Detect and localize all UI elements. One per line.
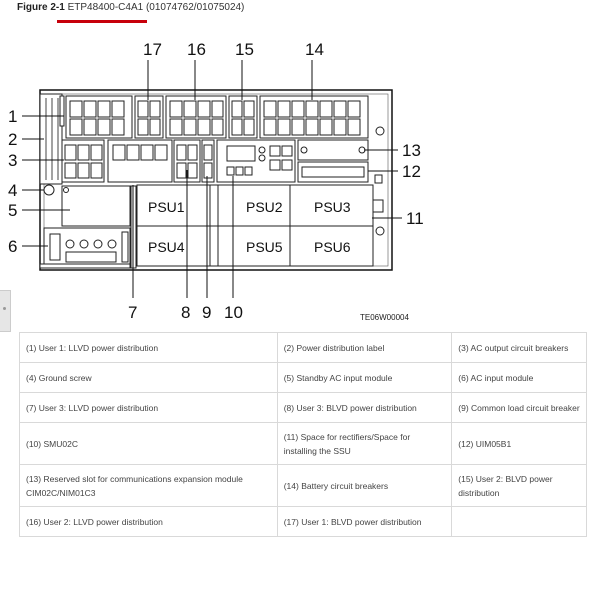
cabinet-diagram: PSU1 PSU2 PSU3 PSU4 PSU5 PSU6 17 16 15 1… [8, 40, 424, 322]
figure-caption: Figure 2-1 ETP48400-C4A1 (01074762/01075… [17, 2, 245, 23]
standby-ac-input-module [61, 185, 131, 227]
legend-table: (1) User 1: LLVD power distribution(2) P… [19, 332, 587, 537]
callout-9: 9 [202, 303, 211, 322]
callout-6: 6 [8, 237, 17, 256]
legend-row: (7) User 3: LLVD power distribution(8) U… [19, 392, 587, 423]
callout-17: 17 [143, 40, 162, 59]
legend-cell: (17) User 1: BLVD power distribution [276, 506, 453, 537]
psu2-label: PSU2 [246, 199, 283, 215]
callout-16: 16 [187, 40, 206, 59]
legend-cell: (5) Standby AC input module [276, 362, 453, 393]
right-clip [374, 174, 383, 184]
legend-cell: (14) Battery circuit breakers [276, 464, 453, 507]
legend-cell: (3) AC output circuit breakers [451, 332, 587, 363]
callout-12: 12 [402, 162, 421, 181]
legend-cell: (9) Common load circuit breaker [451, 392, 587, 423]
mount-hole-top-right [375, 126, 385, 136]
model-underline [57, 20, 147, 23]
callout-2: 2 [8, 130, 17, 149]
legend-cell: (11) Space for rectifiers/Space for inst… [276, 422, 453, 465]
callout-4: 4 [8, 181, 17, 200]
power-label-strip [59, 95, 65, 127]
psu5-label: PSU5 [246, 239, 283, 255]
legend-row: (16) User 2: LLVD power distribution(17)… [19, 506, 587, 537]
legend-cell: (4) Ground screw [19, 362, 278, 393]
legend-row: (1) User 1: LLVD power distribution(2) P… [19, 332, 587, 363]
legend-cell: (2) Power distribution label [276, 332, 453, 363]
callout-5: 5 [8, 201, 17, 220]
callout-7: 7 [128, 303, 137, 322]
callout-lines [22, 60, 402, 298]
legend-cell: (12) UIM05B1 [451, 422, 587, 465]
callout-13: 13 [402, 141, 421, 160]
figure-code: TE06W00004 [360, 313, 409, 322]
legend-row: (4) Ground screw(5) Standby AC input mod… [19, 362, 587, 393]
psu1-label: PSU1 [148, 199, 185, 215]
psu6-label: PSU6 [314, 239, 351, 255]
side-scroll-tab[interactable] [0, 290, 11, 332]
top-breaker-row [65, 95, 369, 139]
reserved-expansion-slot [297, 139, 369, 161]
legend-cell: (1) User 1: LLVD power distribution [19, 332, 278, 363]
legend-cell: (7) User 3: LLVD power distribution [19, 392, 278, 423]
callout-11: 11 [406, 209, 424, 228]
legend-row: (13) Reserved slot for communications ex… [19, 464, 587, 507]
callout-14: 14 [305, 40, 324, 59]
mount-hole-bottom-right [375, 226, 385, 236]
ground-screw [43, 184, 55, 196]
callout-10: 10 [224, 303, 243, 322]
legend-row: (10) SMU02C(11) Space for rectifiers/Spa… [19, 422, 587, 465]
legend-cell: (15) User 2: BLVD power distribution [451, 464, 587, 507]
legend-cell [451, 506, 587, 537]
part-numbers: (01074762/01075024) [145, 2, 245, 13]
callout-1: 1 [8, 107, 17, 126]
legend-cell: (8) User 3: BLVD power distribution [276, 392, 453, 423]
legend-cell: (10) SMU02C [19, 422, 278, 465]
psu4-label: PSU4 [148, 239, 185, 255]
legend-cell: (13) Reserved slot for communications ex… [19, 464, 278, 507]
callout-3: 3 [8, 151, 17, 170]
psu-bay [136, 184, 374, 267]
middle-module-row [61, 139, 369, 183]
model-name: ETP48400-C4A1 [67, 2, 144, 13]
callout-8: 8 [181, 303, 190, 322]
psu3-label: PSU3 [314, 199, 351, 215]
callout-15: 15 [235, 40, 254, 59]
figure-label: Figure 2-1 [17, 2, 65, 13]
legend-cell: (16) User 2: LLVD power distribution [19, 506, 278, 537]
ssu-indicator [372, 199, 384, 213]
legend-cell: (6) AC input module [451, 362, 587, 393]
side-tab-dot [3, 307, 6, 310]
